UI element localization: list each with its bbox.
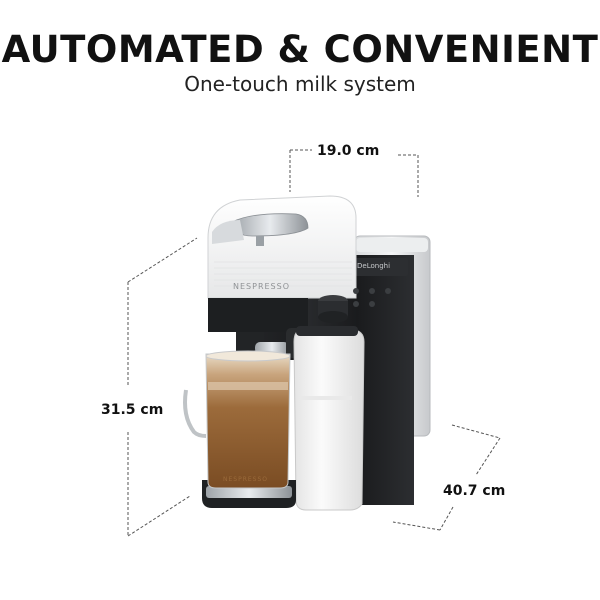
drip-tray-brand-mark: NESPRESSO <box>223 476 269 483</box>
height-label: 31.5 cm <box>101 402 164 418</box>
width-label: 19.0 cm <box>317 143 380 159</box>
machine-brand-mark: DeLonghi <box>357 262 391 270</box>
brand-mark: NESPRESSO <box>233 282 291 291</box>
subheadline: One-touch milk system <box>184 72 416 96</box>
depth-label: 40.7 cm <box>443 483 506 499</box>
latte-glass <box>183 350 291 489</box>
brew-head <box>207 195 357 299</box>
height-dimension-line <box>127 237 198 537</box>
width-dimension-line <box>289 149 419 197</box>
milk-dial[interactable] <box>318 295 348 323</box>
milk-jug <box>293 326 365 511</box>
depth-dimension-line <box>392 424 501 531</box>
control-buttons[interactable] <box>353 288 391 307</box>
headline: AUTOMATED & CONVENIENT <box>1 28 599 71</box>
